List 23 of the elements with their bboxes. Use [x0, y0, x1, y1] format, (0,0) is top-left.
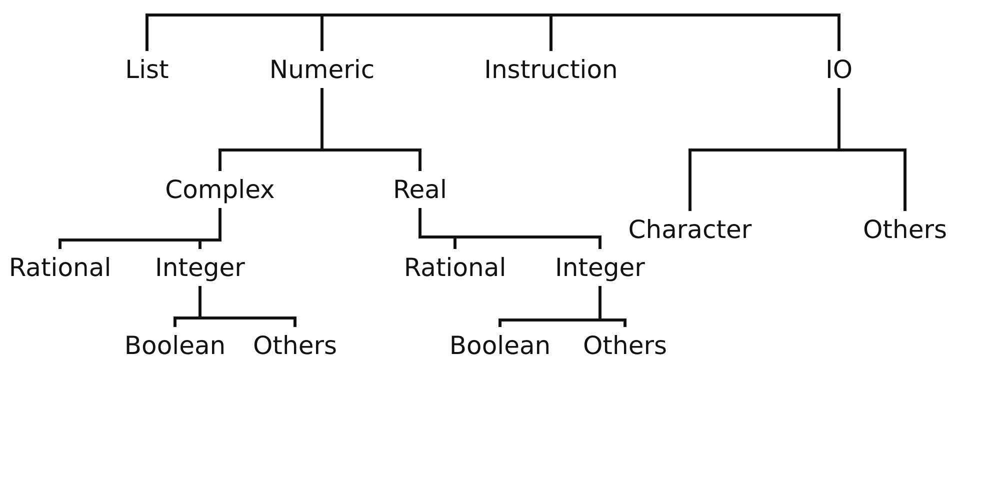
- tree-connector: [198, 208, 222, 249]
- node-label: Boolean: [124, 333, 226, 358]
- node-label: Integer: [155, 255, 245, 280]
- tree-connector: [490, 14, 840, 51]
- node-label: Others: [253, 333, 337, 358]
- node-label: Others: [583, 333, 667, 358]
- node-label: Real: [393, 177, 447, 202]
- node-label: Integer: [555, 255, 645, 280]
- node-label: Rational: [8, 255, 112, 280]
- node-label: Rational: [404, 255, 506, 280]
- node-label: List: [125, 57, 169, 82]
- node-label: Character: [628, 217, 752, 242]
- node-label: Numeric: [269, 57, 375, 82]
- tree-connector: [198, 286, 296, 327]
- node-label: Instruction: [484, 57, 618, 82]
- node-label: Others: [863, 217, 947, 242]
- node-label: Boolean: [449, 333, 551, 358]
- node-label: Complex: [165, 177, 275, 202]
- tree-connector: [320, 14, 490, 51]
- tree-connector: [320, 88, 422, 171]
- tree-connector: [838, 88, 906, 211]
- node-label: IO: [825, 57, 853, 82]
- tree-connector: [598, 286, 626, 327]
